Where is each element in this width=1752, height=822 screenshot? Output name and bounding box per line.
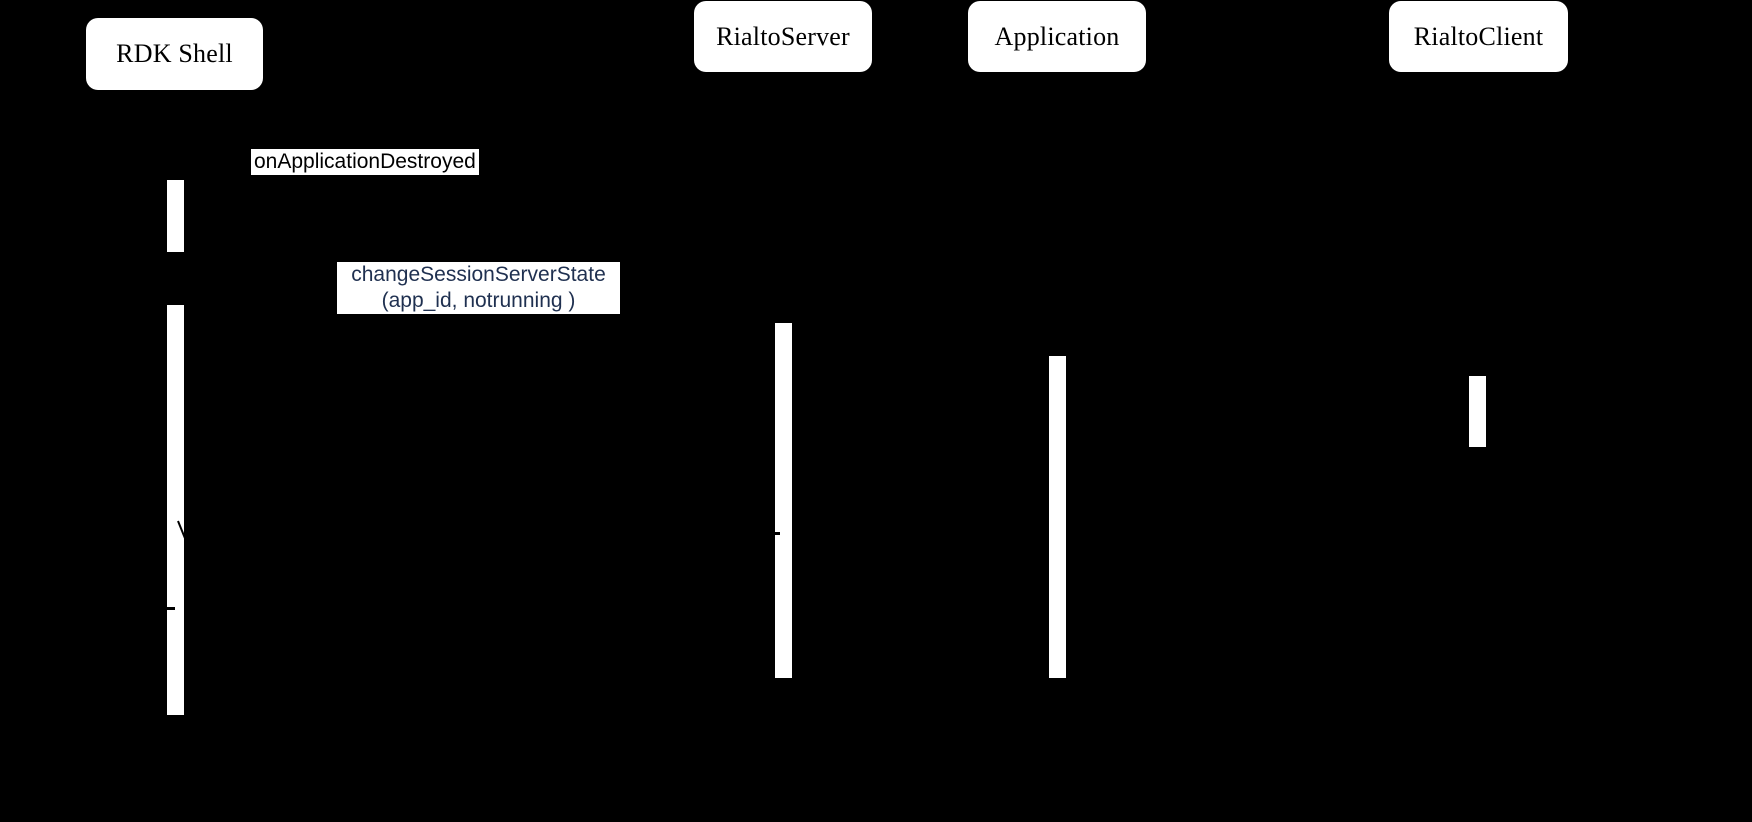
activation-bar-rialto-server: [775, 323, 792, 678]
participant-label-rialto-server: RialtoServer: [716, 21, 850, 51]
message-label-change-session-server-state: changeSessionServerState (app_id, notrun…: [337, 262, 620, 314]
activation-bar-application: [1049, 356, 1066, 678]
participant-box-rialto-client[interactable]: RialtoClient: [1389, 1, 1568, 72]
participant-label-rialto-client: RialtoClient: [1413, 21, 1544, 51]
message-text-line: (app_id, notrunning ): [379, 288, 578, 314]
participant-label-application: Application: [994, 21, 1120, 51]
participant-box-rialto-server[interactable]: RialtoServer: [694, 1, 872, 72]
arrow-head-icon-rialto-server: [773, 532, 780, 535]
arrow-head-icon-rdk-shell-tick: [165, 607, 175, 610]
message-text-line: changeSessionServerState: [349, 262, 608, 288]
activation-bar-rdk-shell-1: [167, 180, 184, 252]
message-text-line: onApplicationDestroyed: [252, 149, 478, 175]
message-label-on-application-destroyed: onApplicationDestroyed: [251, 149, 479, 175]
participant-box-application[interactable]: Application: [968, 1, 1146, 72]
lifeline-rialto-client: [1478, 72, 1479, 822]
activation-bar-rialto-client: [1469, 376, 1486, 447]
participant-box-rdk-shell[interactable]: RDK Shell: [86, 18, 263, 90]
participant-label-rdk-shell: RDK Shell: [116, 39, 233, 68]
activation-bar-rdk-shell-2: [167, 305, 184, 715]
